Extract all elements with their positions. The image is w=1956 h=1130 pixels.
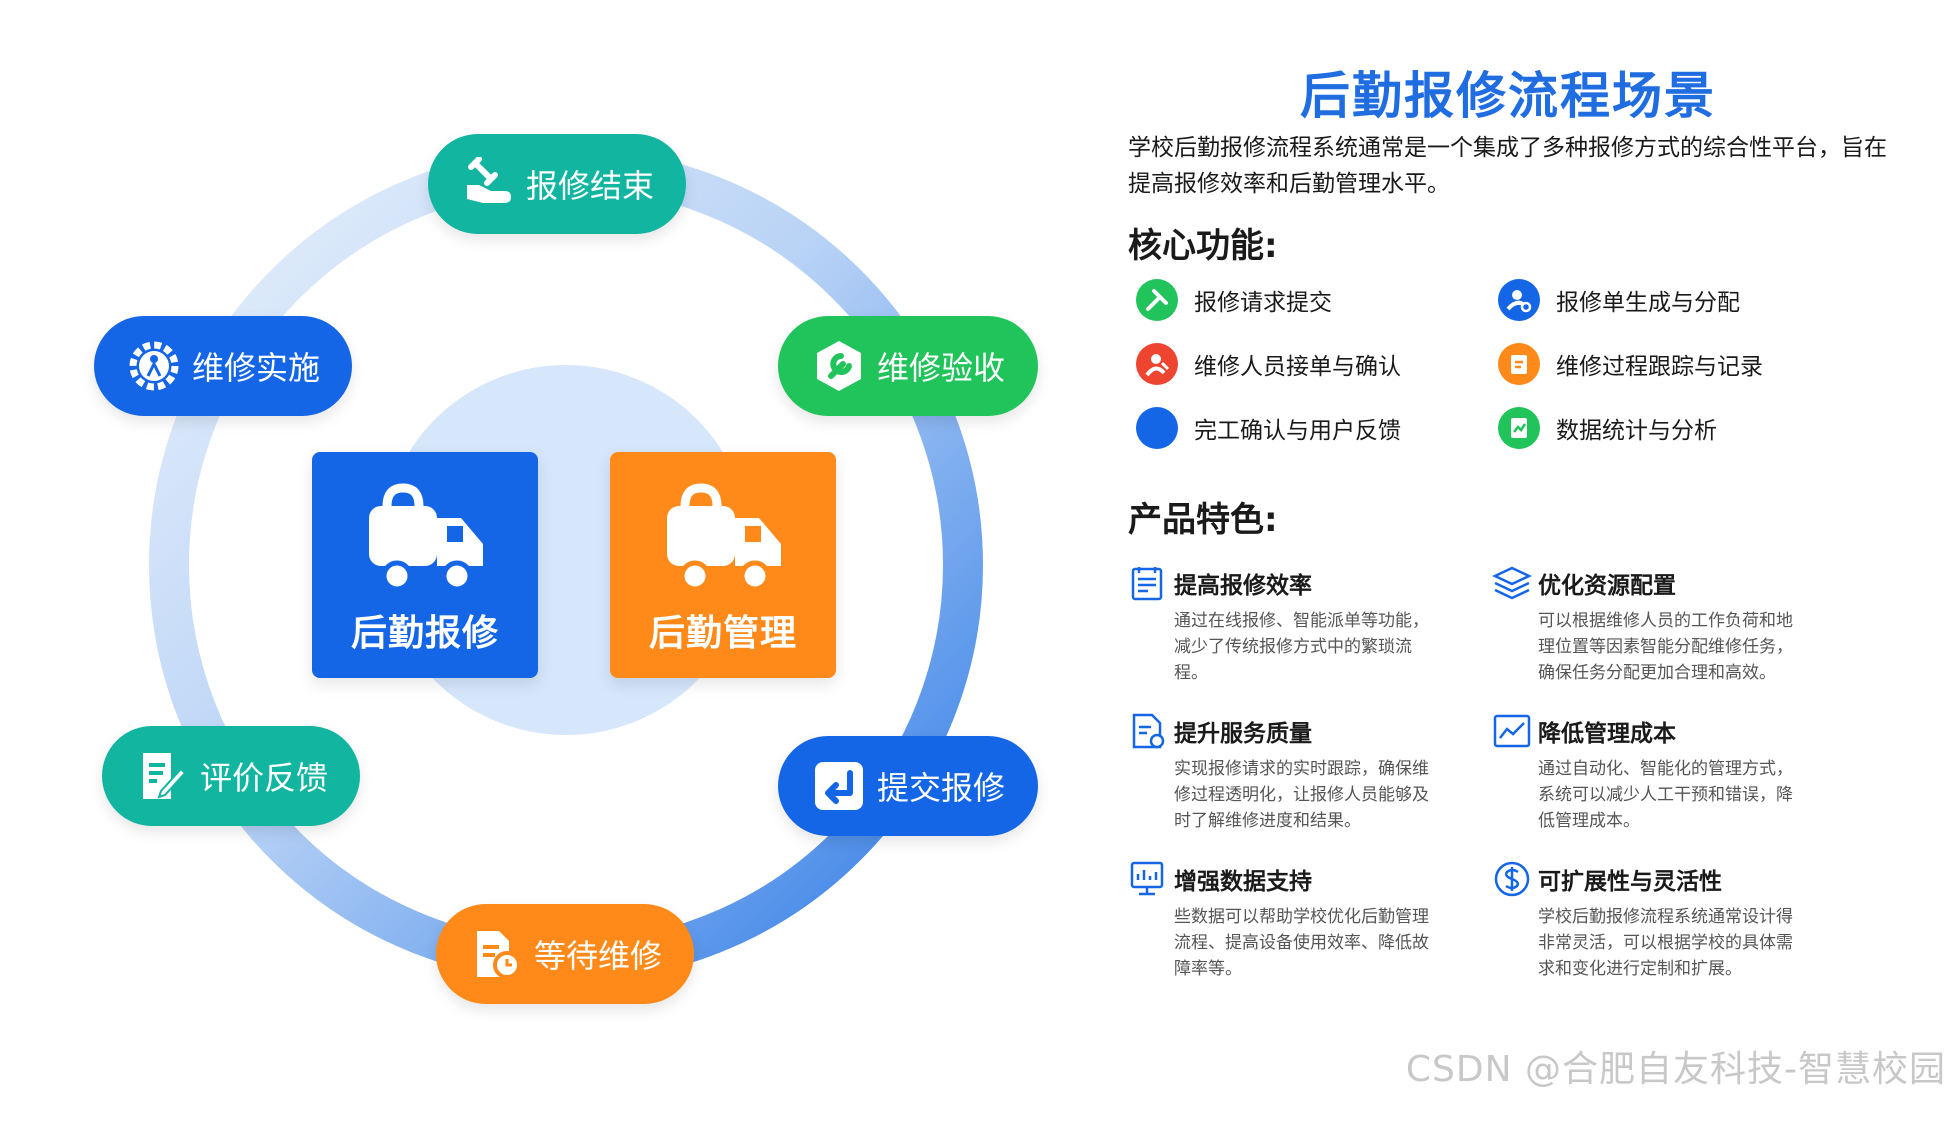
layers-icon (1492, 563, 1532, 603)
document-gear-icon (1128, 711, 1168, 751)
feature-title: 提高报修效率 (1174, 573, 1312, 599)
hub-label: 后勤报修 (350, 613, 499, 654)
tools-icon (1136, 279, 1178, 321)
step-repair-acceptance: 维修验收 (778, 316, 1038, 416)
feature-desc: 些数据可以帮助学校优化后勤管理流程、提高设备使用效率、降低故障率等。 (1174, 907, 1429, 979)
hub-logistics-repair: 后勤报修 (312, 452, 538, 678)
step-evaluation-feedback: 评价反馈 (102, 726, 360, 826)
step-label: 维修验收 (876, 349, 1005, 387)
hub-logistics-management: 后勤管理 (610, 452, 836, 678)
core-function-item: 数据统计与分析 (1498, 406, 1717, 450)
watermark: CSDN @合肥自友科技-智慧校园 (1405, 1049, 1946, 1090)
dollar-circle-icon (1492, 859, 1532, 899)
page-title: 后勤报修流程场景 (1300, 67, 1716, 125)
hub-label: 后勤管理 (648, 613, 797, 654)
feature-desc: 可以根据维修人员的工作负荷和地理位置等因素智能分配维修任务，确保任务分配更加合理… (1538, 611, 1793, 683)
feature-desc: 通过在线报修、智能派单等功能，减少了传统报修方式中的繁琐流程。 (1174, 611, 1429, 683)
feature-title: 降低管理成本 (1538, 721, 1676, 747)
core-function-label: 数据统计与分析 (1556, 418, 1717, 444)
core-function-label: 维修过程跟踪与记录 (1556, 354, 1763, 380)
truck-icon (667, 483, 781, 592)
step-repair-finished: 报修结束 (428, 134, 686, 234)
edit-document-icon (134, 748, 190, 804)
step-label: 等待维修 (533, 937, 662, 975)
feature-item: 提升服务质量 实现报修请求的实时跟踪，确保维修过程透明化，让报修人员能够及时了解… (1128, 710, 1468, 834)
line-chart-icon (1492, 711, 1532, 751)
core-function-item: 维修过程跟踪与记录 (1498, 342, 1763, 386)
core-functions-title: 核心功能: (1128, 226, 1278, 266)
feature-item: 降低管理成本 通过自动化、智能化的管理方式，系统可以减少人工干预和错误，降低管理… (1492, 710, 1832, 834)
feature-item: 提高报修效率 通过在线报修、智能派单等功能，减少了传统报修方式中的繁琐流程。 (1128, 562, 1468, 686)
step-waiting-repair: 等待维修 (436, 904, 694, 1004)
report-icon (1128, 563, 1168, 603)
worker-icon (1136, 343, 1178, 385)
step-repair-implementation: 维修实施 (94, 316, 352, 416)
clipboard-icon (1498, 343, 1540, 385)
feature-desc: 实现报修请求的实时跟踪，确保维修过程透明化，让报修人员能够及时了解维修进度和结果… (1174, 759, 1429, 831)
feature-item: 可扩展性与灵活性 学校后勤报修流程系统通常设计得非常灵活，可以根据学校的具体需求… (1492, 858, 1832, 982)
core-function-item: 报修单生成与分配 (1498, 278, 1740, 322)
step-label: 提交报修 (876, 769, 1005, 807)
step-label: 评价反馈 (199, 759, 328, 797)
gear-person-icon (126, 338, 182, 394)
core-function-label: 报修单生成与分配 (1556, 290, 1740, 316)
feature-title: 优化资源配置 (1538, 573, 1676, 599)
feature-desc: 学校后勤报修流程系统通常设计得非常灵活，可以根据学校的具体需求和变化进行定制和扩… (1538, 907, 1793, 979)
features-title: 产品特色: (1128, 500, 1278, 540)
feature-title: 提升服务质量 (1174, 721, 1312, 747)
core-function-label: 维修人员接单与确认 (1194, 354, 1401, 380)
intro-text: 学校后勤报修流程系统通常是一个集成了多种报修方式的综合性平台，旨在提高报修效率和… (1128, 135, 1887, 197)
core-function-label: 完工确认与用户反馈 (1194, 418, 1401, 444)
feature-title: 增强数据支持 (1174, 869, 1312, 895)
step-submit-repair: 提交报修 (778, 736, 1038, 836)
hexagon-wrench-icon (811, 338, 867, 394)
user-gear-icon (1498, 279, 1540, 321)
core-function-item: 完工确认与用户反馈 (1136, 406, 1401, 450)
data-screen-icon (1128, 859, 1168, 899)
core-function-item: 维修人员接单与确认 (1136, 342, 1401, 386)
core-function-item: 报修请求提交 (1136, 278, 1332, 322)
feature-item: 增强数据支持 些数据可以帮助学校优化后勤管理流程、提高设备使用效率、降低故障率等… (1128, 858, 1468, 982)
step-label: 维修实施 (191, 349, 320, 387)
document-clock-icon (468, 926, 524, 982)
chart-document-icon (1498, 407, 1540, 449)
hand-wrench-icon (460, 156, 516, 212)
feature-item: 优化资源配置 可以根据维修人员的工作负荷和地理位置等因素智能分配维修任务，确保任… (1492, 562, 1832, 686)
circle-icon (1136, 407, 1178, 449)
feature-title: 可扩展性与灵活性 (1538, 869, 1722, 895)
enter-arrow-icon (811, 758, 867, 814)
truck-icon (369, 483, 483, 592)
core-function-label: 报修请求提交 (1194, 290, 1332, 316)
feature-desc: 通过自动化、智能化的管理方式，系统可以减少人工干预和错误，降低管理成本。 (1538, 759, 1793, 831)
step-label: 报修结束 (525, 167, 654, 205)
